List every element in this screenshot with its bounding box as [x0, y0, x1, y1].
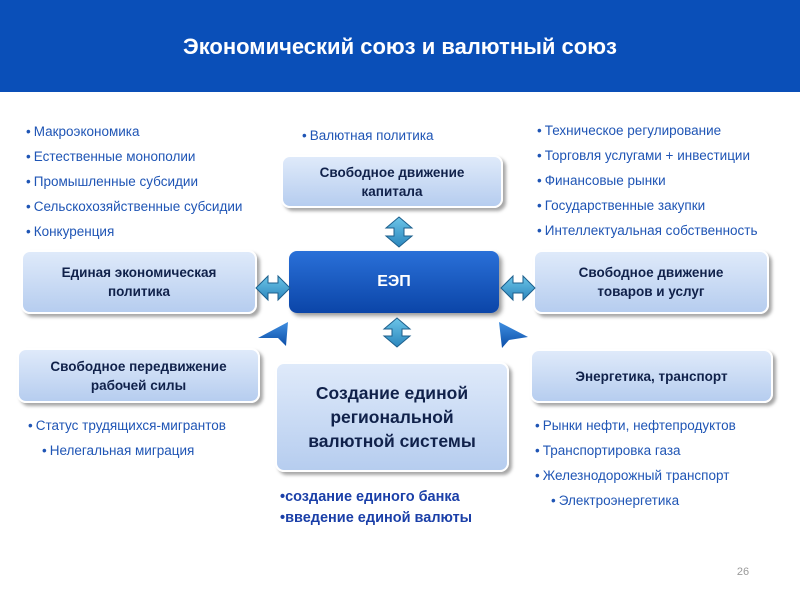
list-item: Промышленные субсидии: [26, 172, 242, 197]
page-number: 26: [736, 566, 750, 578]
list-item: Торговля услугами + инвестиции: [537, 146, 758, 171]
box-line: валютной системы: [308, 431, 476, 451]
box-line: Свободное движение: [578, 265, 724, 280]
box-line: товаров и услуг: [597, 284, 705, 299]
list-item: Нелегальная миграция: [28, 441, 226, 466]
slide-title: Экономический союз и валютный союз: [183, 34, 617, 59]
box-line: Создание единой: [315, 383, 469, 403]
list-item: Сельскохозяйственные субсидии: [26, 197, 243, 222]
center-bottom-list: создание единого банка введение единой в…: [280, 487, 472, 529]
box-line: Свободное передвижение: [50, 358, 227, 374]
list-item: Техническое регулирование: [537, 121, 758, 146]
list-item: Государственные закупки: [537, 196, 758, 221]
list-item: Статус трудящихся-мигрантов: [28, 416, 226, 441]
vertical-double-arrow-icon: [384, 216, 414, 248]
list-item: Интеллектуальная собственность: [537, 221, 758, 246]
capital-movement-box: Свободное движение капитала: [281, 155, 503, 208]
box-line: Единая экономическая: [61, 265, 217, 280]
header-bar: Экономический союз и валютный союз: [0, 0, 800, 92]
list-item: введение единой валюты: [280, 508, 472, 529]
horizontal-double-arrow-icon: [500, 274, 536, 302]
economic-policy-box: Единая экономическая политика: [21, 250, 257, 314]
list-item: Рынки нефти, нефтепродуктов: [535, 416, 736, 441]
box-line: Энергетика, транспорт: [575, 368, 728, 384]
list-item: Макроэкономика: [26, 122, 242, 147]
list-item: Электроэнергетика: [535, 491, 736, 516]
right-bottom-list: Рынки нефти, нефтепродуктов Транспортиро…: [535, 416, 736, 516]
list-item: создание единого банка: [280, 487, 472, 508]
left-bottom-list: Статус трудящихся-мигрантов Нелегальная …: [28, 416, 226, 466]
box-line: региональной: [330, 407, 454, 427]
list-item: Транспортировка газа: [535, 441, 736, 466]
box-line: капитала: [361, 183, 423, 199]
goods-services-box: Свободное движение товаров и услуг: [533, 250, 769, 314]
corner-chevron-icon: [499, 322, 528, 348]
eep-label: ЕЭП: [377, 273, 411, 290]
right-top-list: Техническое регулирование Торговля услуг…: [537, 121, 758, 246]
list-item: Валютная политика: [302, 126, 434, 151]
vertical-double-arrow-icon: [382, 317, 412, 348]
center-top-list: Валютная политика: [302, 126, 434, 151]
list-item: Финансовые рынки: [537, 171, 758, 196]
horizontal-double-arrow-icon: [255, 274, 291, 302]
eep-center-box: ЕЭП: [289, 251, 499, 313]
box-line: Свободное движение: [319, 164, 465, 180]
currency-system-box: Создание единой региональной валютной си…: [275, 362, 509, 472]
list-item: Конкуренция: [26, 222, 242, 247]
list-item: Естественные монополии: [26, 147, 242, 172]
left-top-list: Макроэкономика Естественные монополии Пр…: [26, 122, 243, 247]
labour-movement-box: Свободное передвижение рабочей силы: [17, 348, 260, 403]
energy-transport-box: Энергетика, транспорт: [530, 349, 773, 403]
box-line: политика: [107, 284, 171, 299]
corner-chevron-icon: [258, 322, 288, 346]
list-item: Железнодорожный транспорт: [535, 466, 736, 491]
box-line: рабочей силы: [90, 377, 187, 393]
